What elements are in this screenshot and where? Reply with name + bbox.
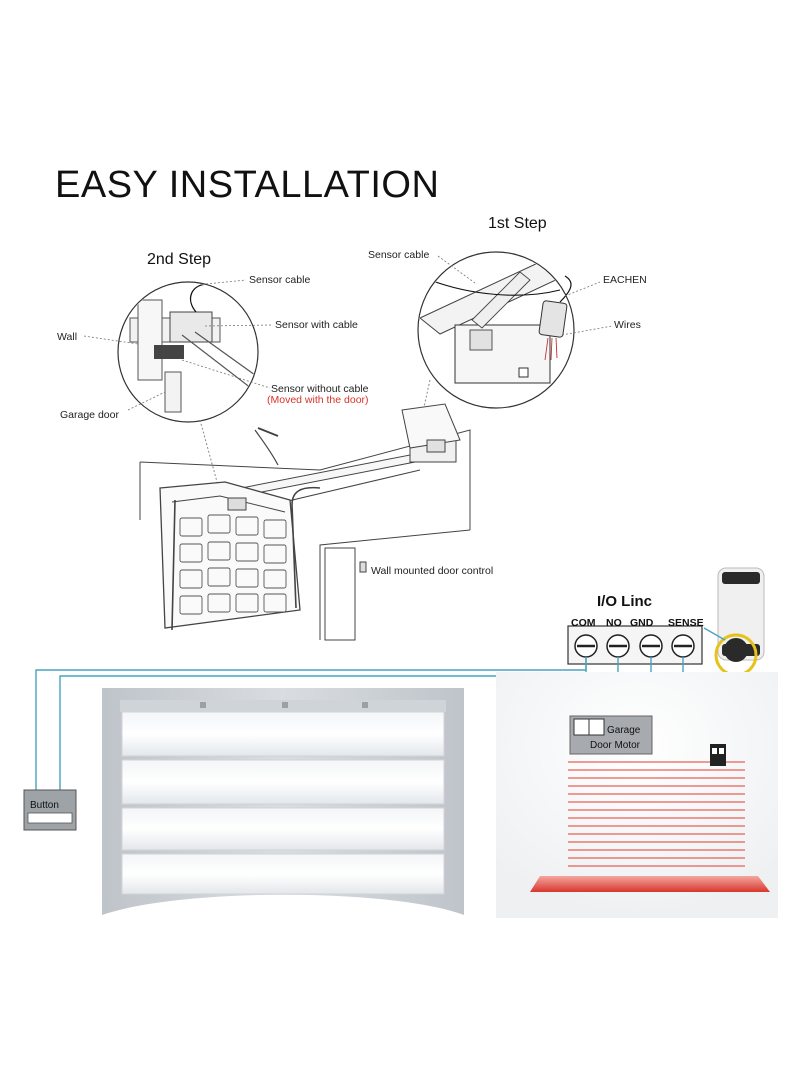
step1-leaders (437, 255, 613, 336)
step2-leaders (83, 279, 273, 411)
terminal-label-no: NO (606, 617, 622, 629)
garage-door-motor: Garage Door Motor (569, 715, 653, 755)
terminal-screw-gnd (639, 634, 663, 658)
garage-line-drawing (139, 379, 471, 641)
page-title: EASY INSTALLATION (55, 164, 440, 206)
terminal-label-com: COM (571, 617, 596, 629)
motor-label-line1: Garage (607, 725, 641, 736)
step2-detail: 2nd Step Sensor cable Sensor with cable … (57, 251, 369, 423)
label-eachen: EACHEN (603, 274, 647, 286)
terminal-screw-no (606, 634, 630, 658)
label-sensor-cable-2: Sensor cable (249, 274, 310, 286)
label-sensor-without-cable: Sensor without cable (271, 383, 369, 395)
step1-detail: 1st Step Sensor cable EACHEN Wires (368, 215, 647, 409)
sensor-room: Garage Door Motor (496, 672, 778, 918)
label-garage-door: Garage door (60, 409, 119, 421)
io-linc-title: I/O Linc (597, 593, 652, 610)
label-wires: Wires (614, 319, 641, 331)
reed-sensor (710, 744, 726, 766)
label-sensor-with-cable: Sensor with cable (275, 319, 358, 331)
label-wall: Wall (57, 331, 77, 343)
step2-heading: 2nd Step (147, 251, 211, 268)
terminal-label-sense: SENSE (668, 617, 704, 629)
io-linc-terminal-block: COM NO GND SENSE (567, 617, 704, 665)
button-label: Button (30, 800, 59, 811)
terminal-screw-sense (671, 634, 695, 658)
label-moved-with-door: (Moved with the door) (267, 394, 369, 406)
terminal-label-gnd: GND (630, 617, 654, 629)
label-wall-mounted-control: Wall mounted door control (371, 565, 493, 577)
eachen-device (703, 567, 765, 677)
step1-heading: 1st Step (488, 215, 547, 232)
wall-button: Button (23, 789, 77, 831)
garage-door-illustration (102, 688, 464, 915)
terminal-screw-com (574, 634, 598, 658)
motor-label-line2: Door Motor (590, 740, 641, 751)
label-sensor-cable-1: Sensor cable (368, 249, 429, 261)
